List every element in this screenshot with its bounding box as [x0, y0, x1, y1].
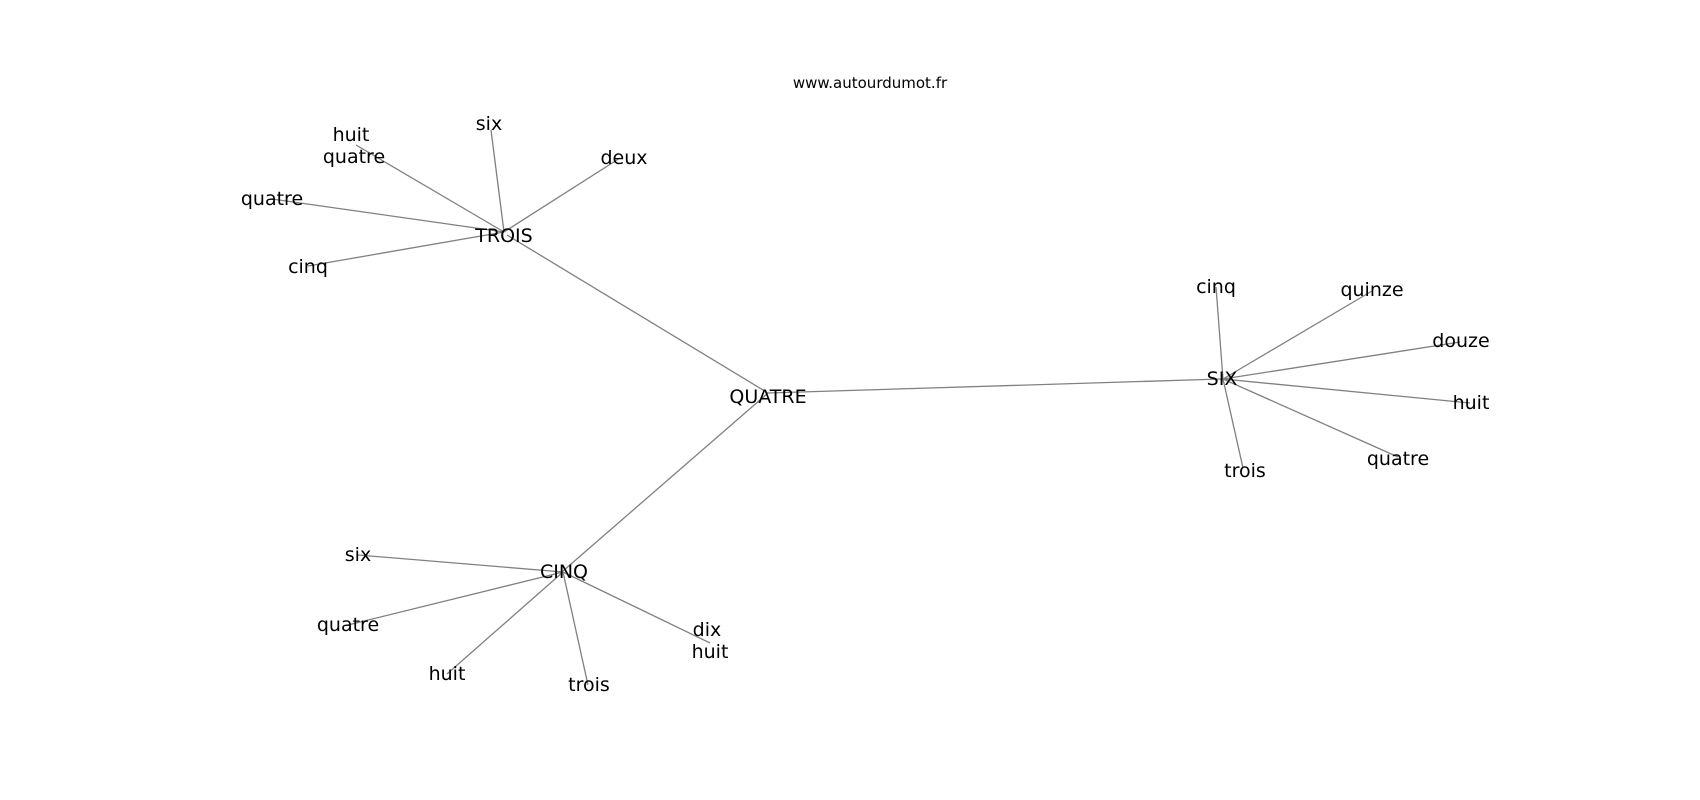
node-six-leaf: cinq — [1196, 276, 1236, 298]
node-hub-cinq: CINQ — [540, 561, 588, 583]
edge-center-cinq — [562, 392, 769, 572]
edge-cinq-dix-huit — [562, 571, 711, 644]
edge-cinq-huit — [446, 571, 564, 675]
edges-layer — [271, 129, 1471, 686]
edge-trois-deux — [503, 157, 621, 233]
edge-six-quatre — [1222, 378, 1399, 458]
edge-trois-six — [490, 129, 505, 233]
edge-trois-huit-quatre — [355, 144, 505, 233]
node-cinq-leaf: six — [345, 544, 371, 566]
node-trois-leaf-line-2: quatre — [323, 146, 385, 168]
node-trois-leaf-line-1: huit — [333, 124, 370, 146]
node-cinq-leaf: quatre — [317, 614, 379, 636]
edge-cinq-six — [357, 554, 564, 573]
edge-cinq-quatre — [347, 571, 564, 626]
node-hub-trois: TROIS — [474, 225, 532, 247]
node-trois-leaf: quatre — [241, 188, 303, 210]
edge-center-six — [767, 378, 1223, 394]
node-trois-leaf: cinq — [288, 256, 328, 278]
node-center: QUATRE — [729, 386, 806, 408]
node-trois-leaf: deux — [600, 147, 647, 169]
node-cinq-leaf-line-2: huit — [692, 641, 729, 663]
node-trois-leaf: six — [476, 113, 502, 135]
edge-trois-cinq — [307, 231, 505, 267]
node-cinq-leaf: trois — [568, 674, 610, 696]
site-url: www.autourdumot.fr — [793, 74, 948, 92]
edge-six-quinze — [1222, 290, 1373, 380]
node-six-leaf: huit — [1453, 392, 1490, 414]
node-six-leaf: quatre — [1367, 448, 1429, 470]
edge-six-trois — [1222, 378, 1244, 469]
node-trois-leaf: huit quatre — [323, 124, 385, 168]
edge-six-douze — [1222, 341, 1461, 380]
node-six-leaf: douze — [1432, 330, 1489, 352]
edge-six-huit — [1222, 378, 1471, 404]
edge-center-trois — [506, 234, 769, 394]
labels-layer: www.autourdumot.fr QUATRE TROIS huit qua… — [241, 74, 1490, 696]
edge-cinq-trois — [562, 571, 589, 686]
edge-trois-quatre — [271, 198, 505, 233]
node-hub-six: SIX — [1207, 368, 1238, 390]
node-cinq-leaf: huit — [429, 663, 466, 685]
node-six-leaf: quinze — [1340, 279, 1403, 301]
node-cinq-leaf-line-1: dix — [693, 619, 722, 641]
node-six-leaf: trois — [1224, 460, 1266, 482]
node-cinq-leaf: dix huit — [692, 619, 729, 663]
edge-six-cinq — [1215, 286, 1224, 380]
